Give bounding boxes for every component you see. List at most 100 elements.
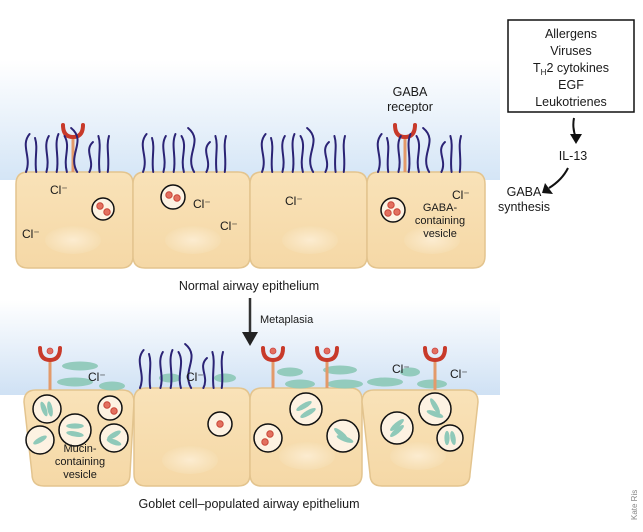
gaba-molecule — [103, 208, 111, 216]
cilium — [306, 127, 315, 173]
nucleus — [45, 226, 101, 254]
cilium — [407, 133, 412, 173]
artist-credit: Kate Ris — [630, 490, 639, 520]
gaba-molecule — [431, 347, 439, 355]
cilium — [333, 135, 337, 173]
cilium — [180, 135, 186, 173]
cilium — [342, 135, 346, 173]
stimulus-viruses: Viruses — [550, 44, 591, 58]
mucin-granule — [426, 410, 444, 418]
stimulus-allergens: Allergens — [545, 27, 597, 41]
cilium — [169, 349, 174, 389]
cilium — [299, 135, 305, 173]
gaba-vesicle — [253, 423, 283, 453]
mucin-granule — [66, 431, 84, 437]
cilium — [159, 351, 164, 389]
cilium — [187, 127, 196, 173]
mucus-cloud — [323, 365, 357, 375]
mucus-cloud — [57, 377, 93, 387]
il13-to-gaba-arrow — [548, 167, 569, 189]
gaba-vesicle — [160, 184, 186, 210]
mucin-vesicle-label-line1: Mucin- — [63, 443, 96, 455]
normal-epithelium-title: Normal airway epithelium — [179, 279, 319, 293]
cilium — [422, 127, 431, 173]
chloride-ion: Cl⁻ — [88, 370, 106, 384]
chloride-ion: Cl⁻ — [22, 227, 40, 241]
chloride-ion: Cl⁻ — [193, 197, 211, 211]
mucin-granule — [336, 435, 354, 443]
gaba-synthesis-label-line1: GABA — [507, 185, 542, 199]
cilium — [211, 351, 215, 389]
gaba-molecule — [165, 191, 173, 199]
cilium — [70, 127, 79, 173]
gaba-molecule — [103, 401, 111, 409]
cilium — [141, 133, 148, 173]
mucin-vesicle-label-line3: vesicle — [63, 469, 97, 481]
mucus-cloud — [159, 373, 181, 383]
stimulus-egf: EGF — [558, 78, 584, 92]
gaba-vesicle — [97, 395, 123, 421]
cilium — [106, 135, 110, 173]
gaba-receptor — [423, 346, 447, 363]
gaba-receptor — [315, 346, 339, 363]
cilium — [220, 351, 224, 389]
gaba-molecule — [261, 438, 269, 446]
mucin-vesicle — [32, 394, 62, 424]
mucus-cloud — [400, 367, 420, 377]
gaba-molecule — [266, 430, 274, 438]
cilium — [270, 137, 274, 173]
gaba-molecule — [269, 347, 277, 355]
gaba-vesicle — [91, 197, 115, 221]
mucin-granule — [296, 401, 312, 411]
cilium — [63, 135, 69, 173]
epithelial-cell — [15, 171, 134, 269]
il13-label: IL-13 — [559, 149, 588, 163]
mucin-granule — [66, 423, 84, 429]
mucus-cloud — [277, 367, 303, 377]
stimulus-th2-cytokines: TH2 cytokines — [533, 61, 609, 77]
mucin-vesicle — [436, 424, 464, 452]
nucleus — [282, 226, 338, 254]
mucus-cloud — [62, 361, 98, 371]
nucleus — [165, 226, 221, 254]
cilium — [214, 135, 218, 173]
mucin-granule — [300, 408, 316, 418]
cilium — [449, 135, 453, 173]
gaba-receptor-label-line2: receptor — [387, 100, 433, 114]
mucin-vesicle — [99, 423, 129, 453]
goblet-epithelium-title: Goblet cell–populated airway epithelium — [139, 497, 360, 511]
cilium — [415, 135, 421, 173]
cilium — [202, 357, 208, 389]
gaba-molecule — [110, 407, 118, 415]
mucin-granule — [444, 430, 450, 446]
cilium — [324, 141, 330, 173]
mucin-granule — [450, 430, 456, 446]
upper-lumen-background — [0, 60, 500, 180]
mucus-cloud — [367, 377, 403, 387]
nucleus — [390, 442, 446, 470]
gaba-vesicle — [380, 197, 406, 223]
chloride-ion: Cl⁻ — [186, 370, 204, 384]
gaba-molecule — [384, 209, 392, 217]
cilium — [205, 141, 211, 173]
normal-epithelium — [15, 123, 486, 269]
mucin-vesicle — [58, 413, 92, 447]
cilium — [397, 135, 402, 173]
cilium — [148, 353, 152, 389]
nucleus — [279, 442, 335, 470]
mucus-cloud — [285, 379, 315, 389]
gaba-molecule — [393, 208, 401, 216]
cilium — [281, 135, 286, 173]
cilium — [24, 133, 31, 173]
cilium — [45, 135, 50, 173]
cilium — [386, 137, 390, 173]
goblet-epithelium — [23, 343, 479, 487]
cilium — [151, 137, 155, 173]
chloride-ion: Cl⁻ — [452, 188, 470, 202]
cilium — [177, 351, 183, 389]
stimuli-box — [507, 19, 635, 113]
gaba-receptor — [61, 123, 85, 140]
cilium — [376, 133, 383, 173]
cilium — [172, 133, 177, 173]
mucin-granule — [40, 401, 48, 417]
